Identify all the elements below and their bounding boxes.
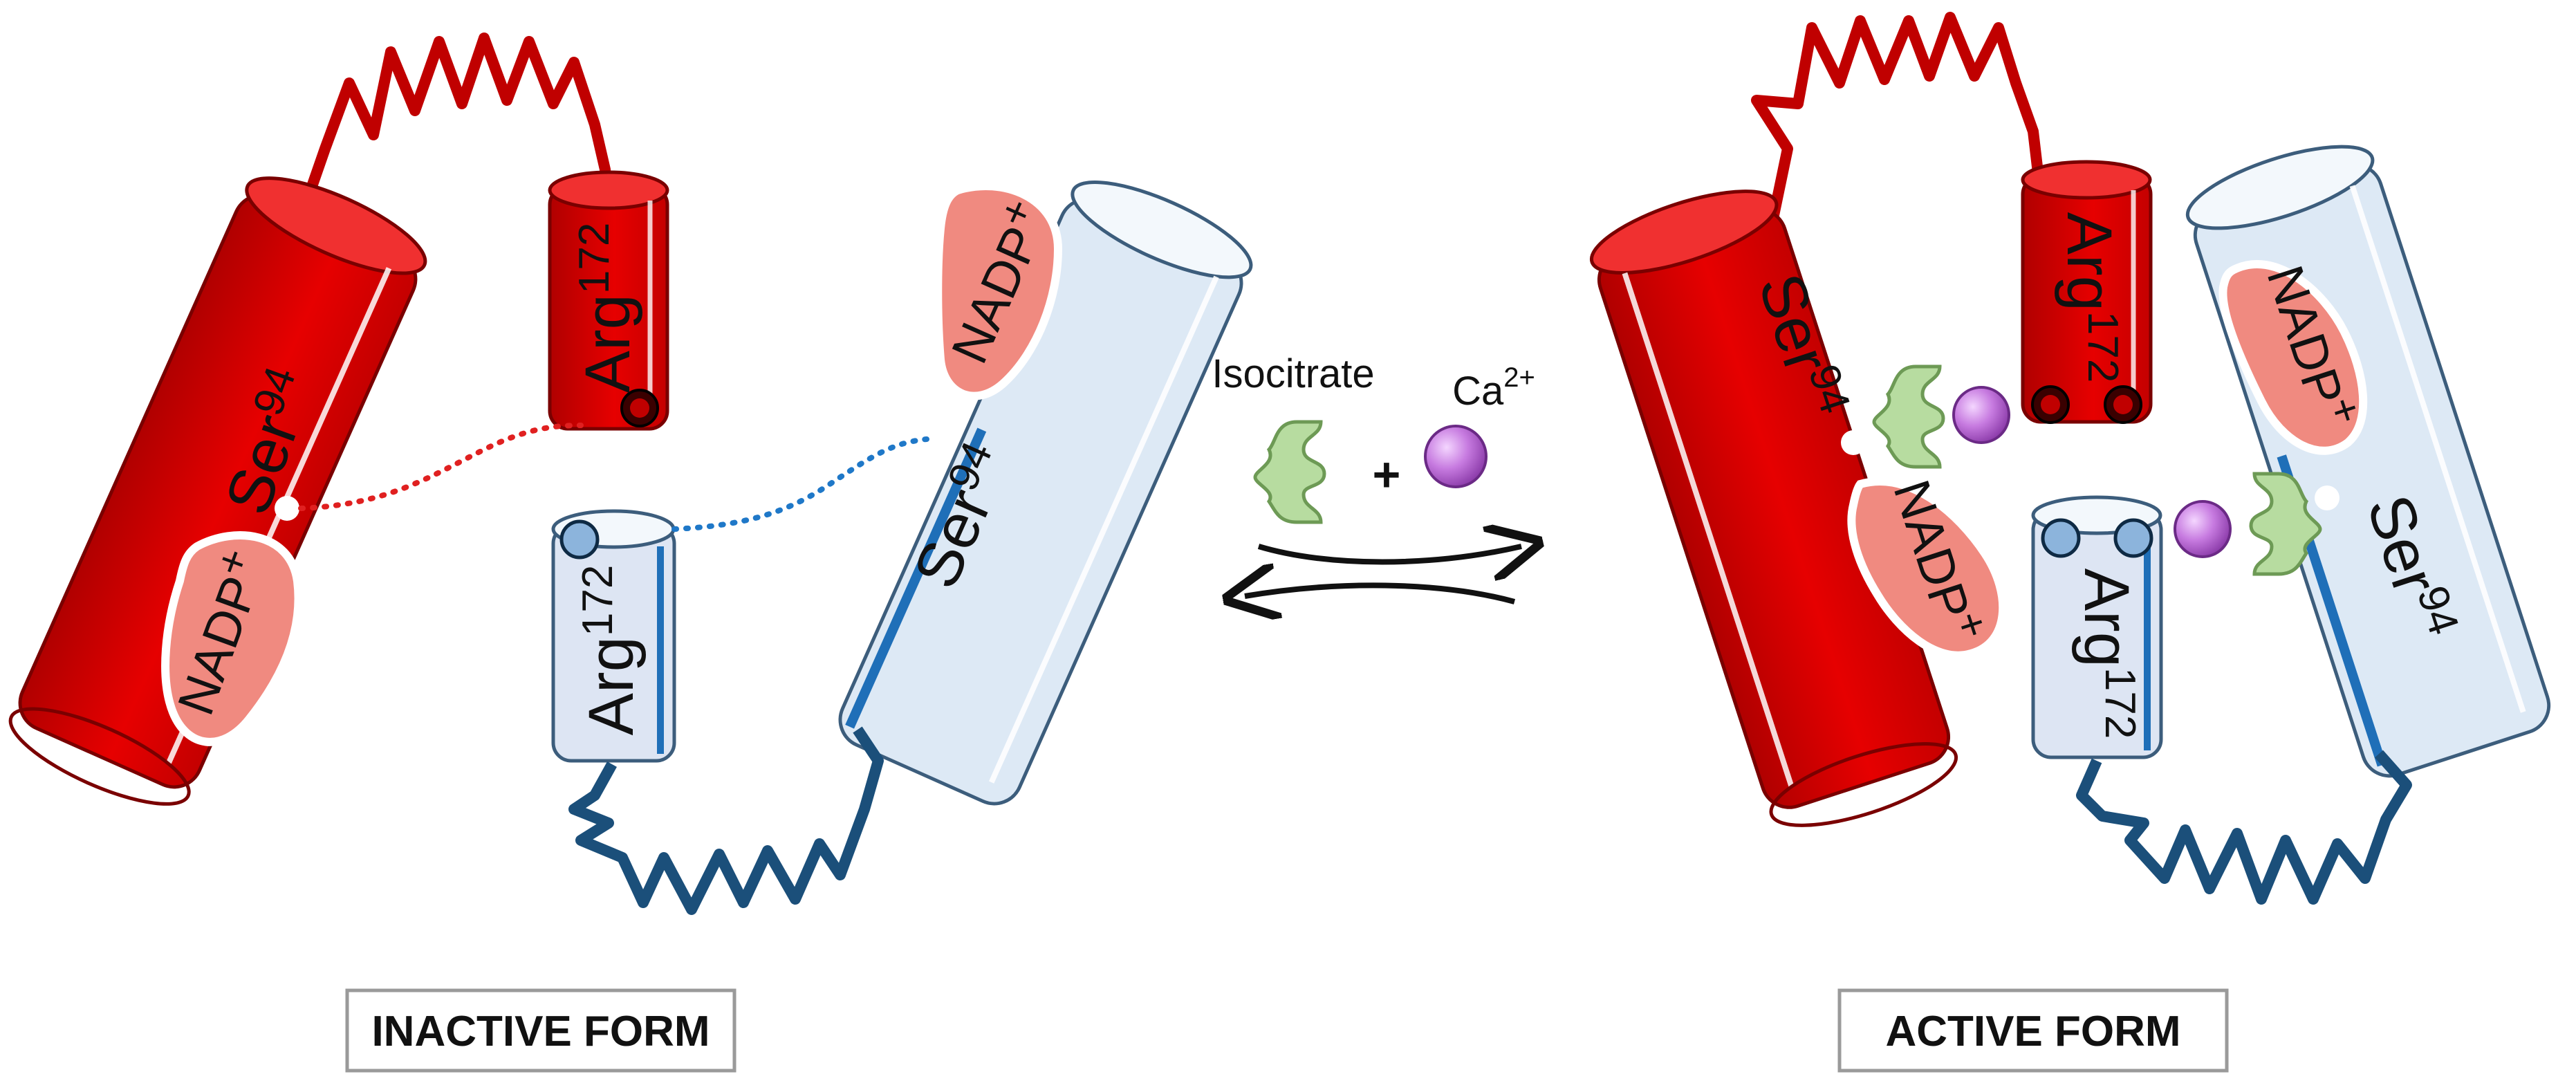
ser94-site-active-blue (2315, 486, 2339, 510)
inactive-form-box: INACTIVE FORM (345, 988, 736, 1073)
inactive-form: Ser94 NADP+ Arg172 Ser94 (8, 33, 1253, 1073)
arg172-label-inactive-blue: Arg172 (574, 565, 647, 736)
svg-text:INACTIVE FORM: INACTIVE FORM (371, 1008, 710, 1055)
blue-helix-arg172 (551, 509, 676, 763)
active-form-box: ACTIVE FORM (1837, 988, 2229, 1073)
blue-loop (568, 726, 884, 915)
nadp-blob-inactive-blue: NADP+ (934, 181, 1063, 400)
arg172-label-active-red: Arg172 (2054, 212, 2126, 383)
arg172-label-active-blue: Arg172 (2071, 569, 2144, 739)
nadp-blob-active-red: NADP+ (1847, 473, 2008, 660)
calcium-bound-red-icon (1952, 386, 2010, 444)
blue-helix-ser94 (838, 181, 1253, 806)
isocitrate-label: Isocitrate (1212, 351, 1374, 396)
red-helix-arg172 (548, 170, 669, 431)
ser94-site-inactive-blue (925, 423, 949, 448)
equilibrium-center: Isocitrate Ca2+ + (1212, 351, 1535, 602)
blue-helix-arg172-active (2031, 495, 2163, 759)
isocitrate-bracket-icon (1253, 420, 1326, 524)
plus-sign: + (1373, 447, 1401, 501)
active-form: Ser94 NADP+ Arg172 Se (1589, 12, 2551, 1073)
blue-loop-active (2076, 750, 2412, 905)
nadp-blob-inactive-red: NADP+ (161, 531, 303, 746)
calcium-bound-blue-icon (2174, 500, 2232, 558)
ser94-site-inactive (275, 496, 299, 521)
ser94-site-active-red (1841, 430, 1866, 455)
red-helix-ser94-active (1589, 190, 1958, 827)
red-dotted-link (298, 423, 584, 511)
blue-dotted-link (671, 436, 929, 532)
red-helix-arg172-active (2021, 160, 2153, 424)
red-loop-active (1751, 12, 2046, 233)
svg-text:ACTIVE FORM: ACTIVE FORM (1885, 1008, 2180, 1055)
isocitrate-bound-blue-icon (2249, 472, 2322, 576)
calcium-sphere-icon (1424, 425, 1488, 488)
blue-helix-ser94-active (2185, 145, 2551, 778)
calcium-label: Ca2+ (1452, 362, 1535, 414)
equilibrium-arrows-icon (1245, 546, 1521, 602)
isocitrate-bound-red-icon (1872, 364, 1945, 469)
arg172-label-inactive-red: Arg172 (571, 223, 643, 394)
red-loop (292, 33, 614, 230)
